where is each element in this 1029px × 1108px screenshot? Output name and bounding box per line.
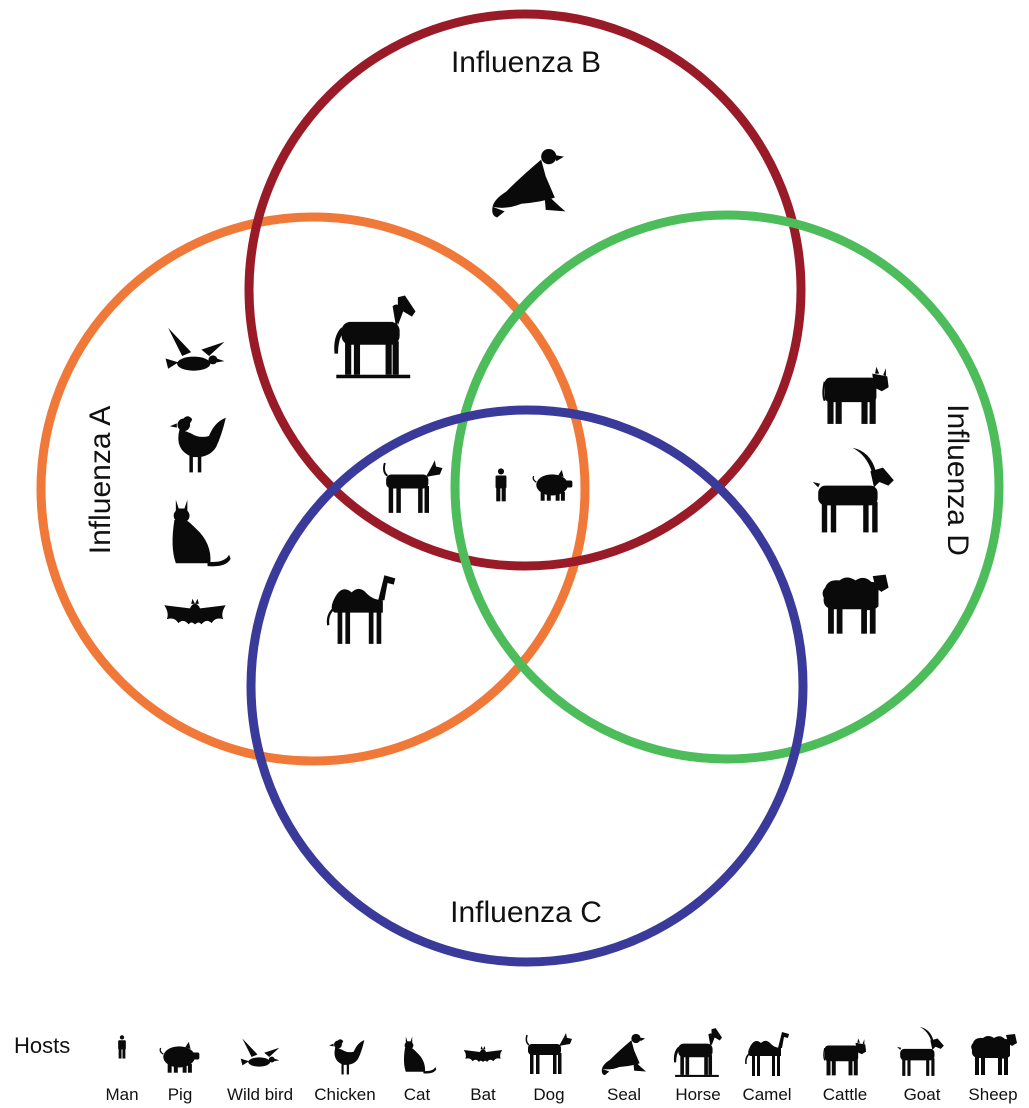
sheep-icon — [822, 574, 889, 634]
chicken-icon — [169, 416, 226, 473]
legend-chicken-icon — [329, 1039, 365, 1075]
legend-cat-icon — [403, 1036, 437, 1074]
legend-host-name: Camel — [742, 1085, 791, 1104]
legend-wild-bird-icon — [240, 1038, 280, 1067]
influenza-c-circle — [246, 405, 808, 967]
legend-bat-icon — [463, 1046, 503, 1062]
wild-bird-icon — [165, 327, 225, 371]
legend-host-name: Man — [105, 1085, 138, 1104]
influenza-c-label: Influenza C — [450, 896, 602, 929]
legend-horse-icon — [673, 1028, 722, 1077]
influenza-b-circle — [244, 9, 806, 571]
legend-seal-icon — [601, 1033, 647, 1076]
influenza-d-circle — [450, 210, 1004, 764]
legend-pig-icon — [159, 1041, 201, 1074]
camel-icon — [326, 573, 397, 646]
seal-icon — [492, 149, 566, 218]
hosts-legend: Hosts Man Pig Wild bird Chicken Cat Bat Dog Sea… — [14, 1027, 1018, 1104]
influenza-a-label: Influenza A — [84, 406, 117, 554]
bat-icon — [164, 598, 226, 625]
venn-circles — [36, 9, 1004, 967]
legend-host-name: Dog — [533, 1085, 564, 1104]
legend-host-name: Horse — [675, 1085, 720, 1104]
legend-host-name: Cat — [404, 1085, 431, 1104]
legend-host-name: Wild bird — [227, 1085, 293, 1104]
influenza-b-label: Influenza B — [451, 46, 601, 79]
legend-host-name: Bat — [470, 1085, 496, 1104]
cattle-icon — [821, 365, 891, 426]
legend-cattle-icon — [822, 1037, 868, 1077]
legend-host-name: Sheep — [968, 1085, 1017, 1104]
legend-camel-icon — [745, 1031, 790, 1077]
legend-man-icon — [118, 1035, 126, 1059]
legend-host-name: Seal — [607, 1085, 641, 1104]
cat-icon — [172, 499, 231, 567]
legend-host-name: Chicken — [314, 1085, 375, 1104]
legend-host-name: Cattle — [823, 1085, 867, 1104]
pig-icon — [532, 469, 574, 502]
legend-host-name: Goat — [904, 1085, 941, 1104]
influenza-a-circle — [36, 212, 590, 766]
hosts-legend-title: Hosts — [14, 1033, 70, 1058]
man-icon — [495, 468, 507, 502]
legend-dog-icon — [525, 1032, 573, 1075]
legend-goat-icon — [897, 1027, 944, 1076]
influenza-d-label: Influenza D — [941, 404, 974, 556]
goat-icon — [812, 447, 894, 533]
hosts-legend-items: Man Pig Wild bird Chicken Cat Bat Dog Seal Horse… — [105, 1027, 1018, 1104]
dog-icon — [382, 459, 444, 515]
legend-host-name: Pig — [168, 1085, 193, 1104]
horse-icon — [334, 295, 416, 379]
legend-sheep-icon — [971, 1034, 1017, 1075]
